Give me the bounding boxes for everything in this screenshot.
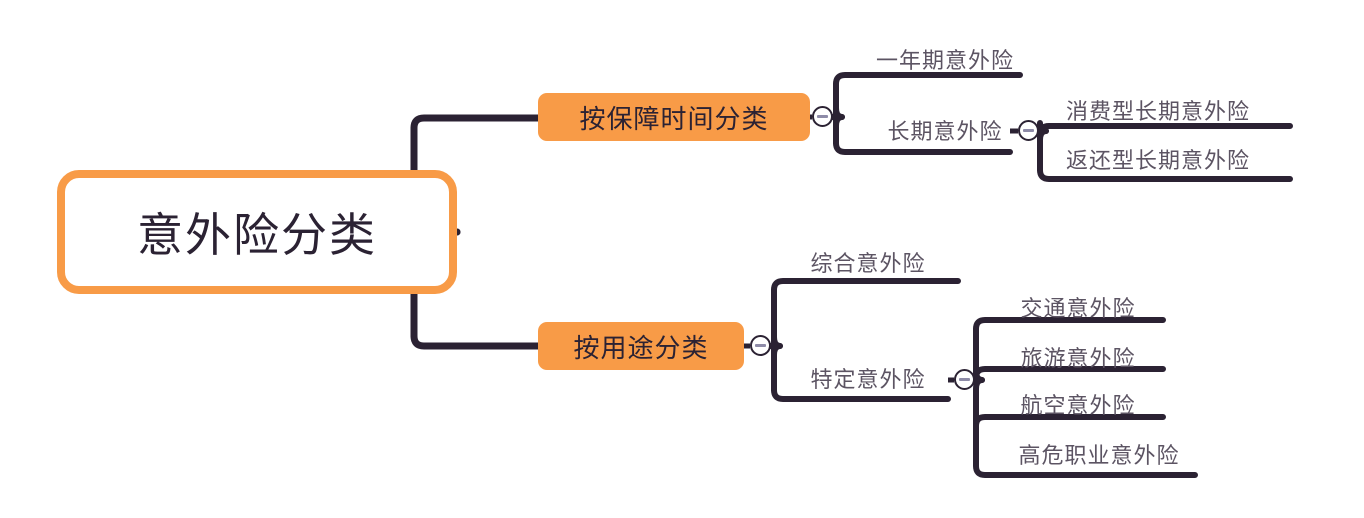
leaf-label: 综合意外险 bbox=[810, 251, 926, 276]
leaf-label: 航空意外险 bbox=[1020, 393, 1136, 418]
edge-branch2-to-general bbox=[768, 278, 961, 349]
leaf-node-specific[interactable]: 特定意外险 bbox=[805, 361, 931, 395]
leaf-node-one-year[interactable]: 一年期意外险 bbox=[871, 42, 1019, 76]
leaf-label: 交通意外险 bbox=[1020, 296, 1136, 321]
leaf-node-aviation[interactable]: 航空意外险 bbox=[1004, 387, 1152, 421]
leaf-node-consumption-long-term[interactable]: 消费型长期意外险 bbox=[1047, 93, 1269, 127]
edge-specific-to-air bbox=[972, 377, 1166, 429]
edge-branch1-to-1y bbox=[830, 72, 1023, 120]
leaf-label: 一年期意外险 bbox=[875, 48, 1014, 73]
leaf-node-travel[interactable]: 旅游意外险 bbox=[1004, 340, 1152, 374]
leaf-label: 消费型长期意外险 bbox=[1065, 99, 1250, 124]
branch-label: 按用途分类 bbox=[573, 332, 709, 363]
edge-specific-to-highrisk bbox=[973, 423, 1198, 478]
minus-circle-icon-branch-by-purpose[interactable] bbox=[750, 335, 771, 356]
branch-node-by-purpose[interactable]: 按用途分类 bbox=[538, 322, 744, 370]
leaf-label: 旅游意外险 bbox=[1020, 346, 1136, 371]
root-label: 意外险分类 bbox=[137, 209, 377, 261]
leaf-label: 高危职业意外险 bbox=[1018, 443, 1180, 468]
leaf-label: 特定意外险 bbox=[810, 367, 926, 392]
mindmap-root-node[interactable]: 意外险分类 bbox=[57, 170, 457, 294]
leaf-node-traffic[interactable]: 交通意外险 bbox=[1004, 290, 1152, 324]
minus-circle-icon-long-term[interactable] bbox=[1018, 120, 1039, 141]
leaf-label: 长期意外险 bbox=[887, 119, 1003, 144]
leaf-node-return-long-term[interactable]: 返还型长期意外险 bbox=[1047, 142, 1269, 176]
branch-node-by-duration[interactable]: 按保障时间分类 bbox=[538, 93, 810, 141]
branch-label: 按保障时间分类 bbox=[579, 103, 769, 134]
leaf-node-high-risk-occupation[interactable]: 高危职业意外险 bbox=[1004, 437, 1194, 471]
minus-circle-icon-specific[interactable] bbox=[954, 369, 975, 390]
leaf-node-long-term[interactable]: 长期意外险 bbox=[871, 113, 1019, 147]
minus-circle-icon-branch-by-duration[interactable] bbox=[812, 106, 833, 127]
leaf-label: 返还型长期意外险 bbox=[1065, 148, 1250, 173]
leaf-node-comprehensive[interactable]: 综合意外险 bbox=[805, 245, 931, 279]
